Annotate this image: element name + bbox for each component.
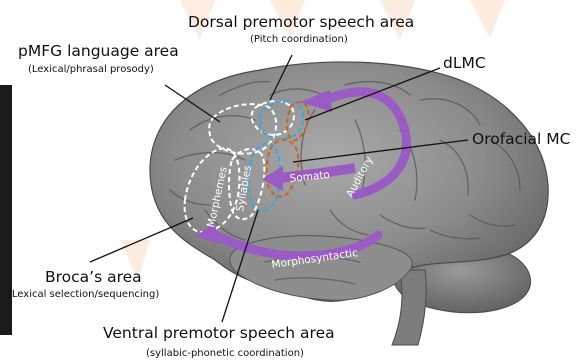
temporal-lobe <box>230 236 412 301</box>
orofacial-label: Orofacial MC <box>472 130 570 148</box>
dorsal-premotor-subtitle: (Pitch coordination) <box>250 34 348 45</box>
pmfg-title: pMFG language area <box>18 42 179 60</box>
broca-title: Broca’s area <box>45 268 142 286</box>
dlmc-label: dLMC <box>443 54 486 72</box>
pmfg-subtitle: (Lexical/phrasal prosody) <box>28 64 154 75</box>
ventral-premotor-title: Ventral premotor speech area <box>103 324 335 342</box>
broca-subtitle: (Lexical selection/sequencing) <box>8 289 159 300</box>
ventral-premotor-subtitle: (syllabic-phonetic coordination) <box>146 348 304 359</box>
dorsal-premotor-title: Dorsal premotor speech area <box>188 13 414 31</box>
